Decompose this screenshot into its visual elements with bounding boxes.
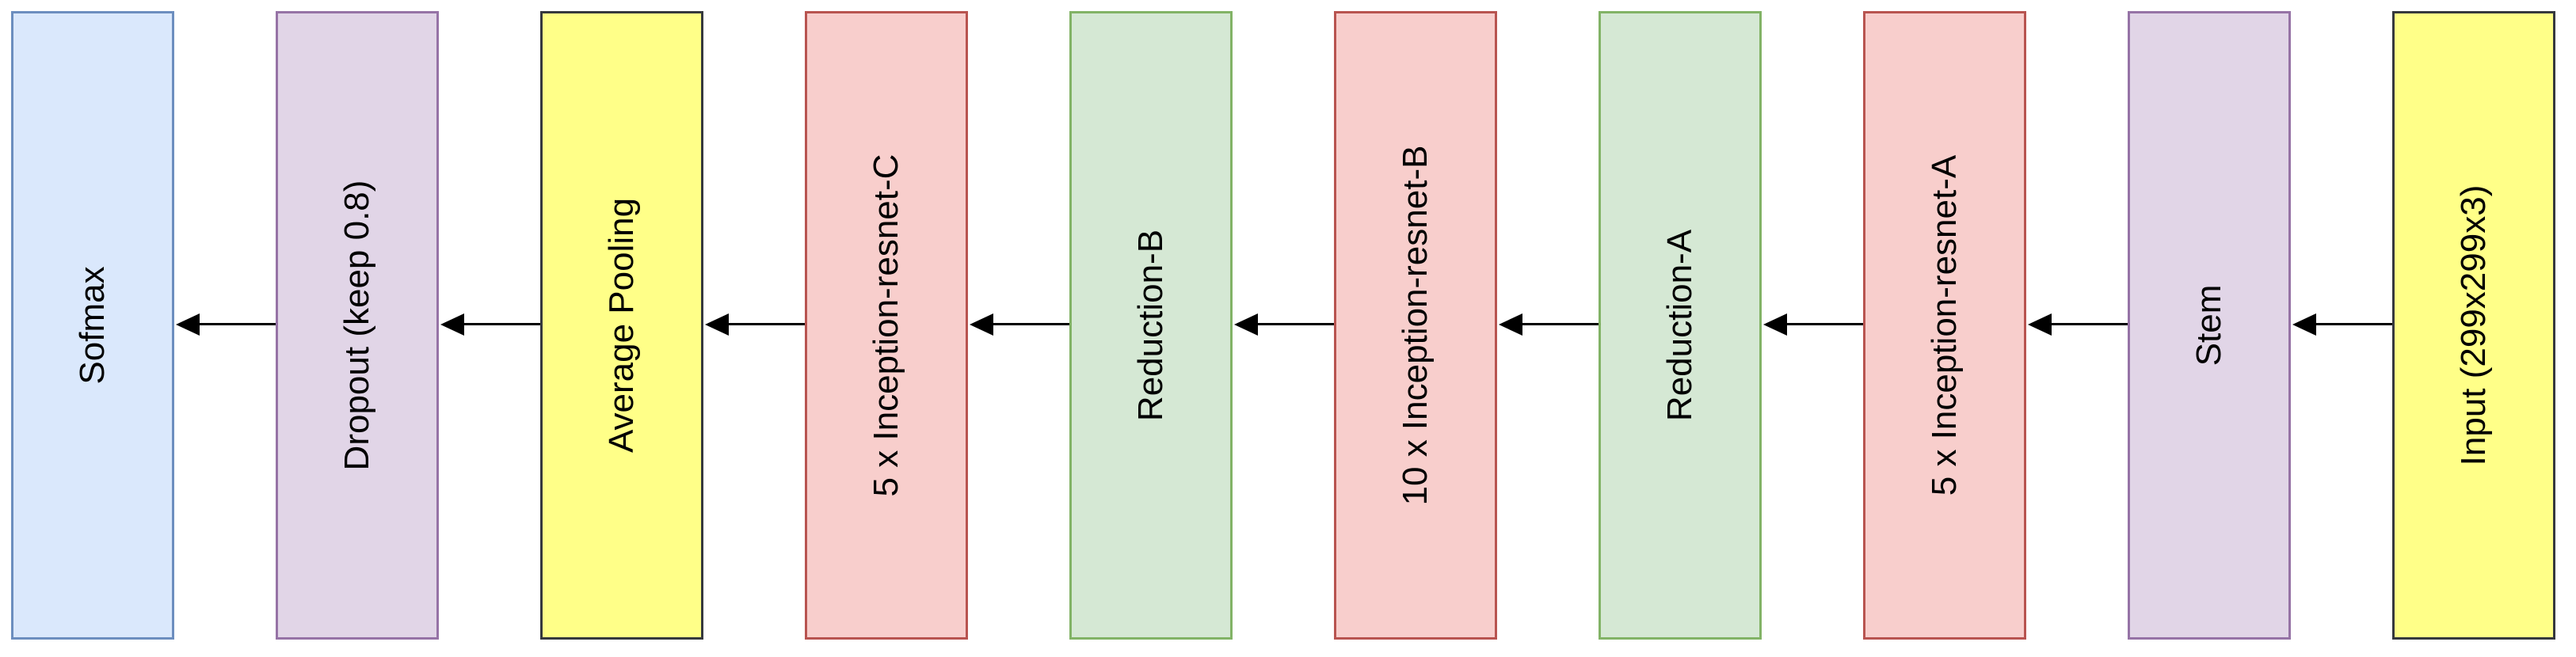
block-inception-resnet-b: 10 x Inception-resnet-B	[1334, 11, 1497, 640]
arrow-head-icon	[2028, 313, 2052, 336]
arrow-dropout-to-softmax	[176, 313, 276, 336]
arrow-pooling-to-dropout	[440, 313, 540, 336]
block-softmax-label: Sofmax	[73, 266, 112, 385]
arrow-head-icon	[440, 313, 464, 336]
arrow-reduction-a-to-inception-b	[1499, 313, 1599, 336]
arrow-line	[2315, 323, 2392, 325]
arrow-line	[992, 323, 1069, 325]
block-stem-label: Stem	[2189, 284, 2228, 366]
block-input-label: Input (299x299x3)	[2454, 184, 2493, 466]
arrow-head-icon	[705, 313, 729, 336]
block-stem: Stem	[2128, 11, 2291, 640]
arrow-inception-b-to-reduction-b	[1234, 313, 1334, 336]
block-average-pooling: Average Pooling	[540, 11, 703, 640]
block-input: Input (299x299x3)	[2392, 11, 2555, 640]
block-reduction-b-label: Reduction-B	[1131, 229, 1170, 422]
arrow-head-icon	[1499, 313, 1522, 336]
arrow-head-icon	[1763, 313, 1787, 336]
arrow-line	[1785, 323, 1863, 325]
arrow-inception-c-to-pooling	[705, 313, 805, 336]
arrow-line	[1256, 323, 1334, 325]
block-inception-resnet-a: 5 x Inception-resnet-A	[1863, 11, 2026, 640]
arrow-line	[198, 323, 276, 325]
arrow-head-icon	[176, 313, 200, 336]
arrow-head-icon	[1234, 313, 1258, 336]
block-dropout: Dropout (keep 0.8)	[276, 11, 439, 640]
block-average-pooling-label: Average Pooling	[602, 197, 641, 454]
block-reduction-a-label: Reduction-A	[1660, 229, 1699, 422]
block-inception-resnet-c: 5 x Inception-resnet-C	[805, 11, 968, 640]
arrow-head-icon	[2292, 313, 2316, 336]
arrow-line	[2050, 323, 2128, 325]
arrow-head-icon	[970, 313, 993, 336]
block-reduction-a: Reduction-A	[1599, 11, 1762, 640]
arrow-line	[463, 323, 540, 325]
block-inception-resnet-a-label: 5 x Inception-resnet-A	[1925, 154, 1964, 496]
block-dropout-label: Dropout (keep 0.8)	[337, 180, 376, 471]
block-reduction-b: Reduction-B	[1069, 11, 1233, 640]
arrow-inception-a-to-reduction-a	[1763, 313, 1863, 336]
arrow-reduction-b-to-inception-c	[970, 313, 1069, 336]
arrow-line	[1521, 323, 1599, 325]
arrow-line	[727, 323, 805, 325]
block-inception-resnet-b-label: 10 x Inception-resnet-B	[1396, 145, 1435, 506]
block-inception-resnet-c-label: 5 x Inception-resnet-C	[867, 154, 905, 497]
arrow-stem-to-inception-a	[2028, 313, 2128, 336]
arrow-input-to-stem	[2292, 313, 2392, 336]
block-softmax: Sofmax	[11, 11, 174, 640]
